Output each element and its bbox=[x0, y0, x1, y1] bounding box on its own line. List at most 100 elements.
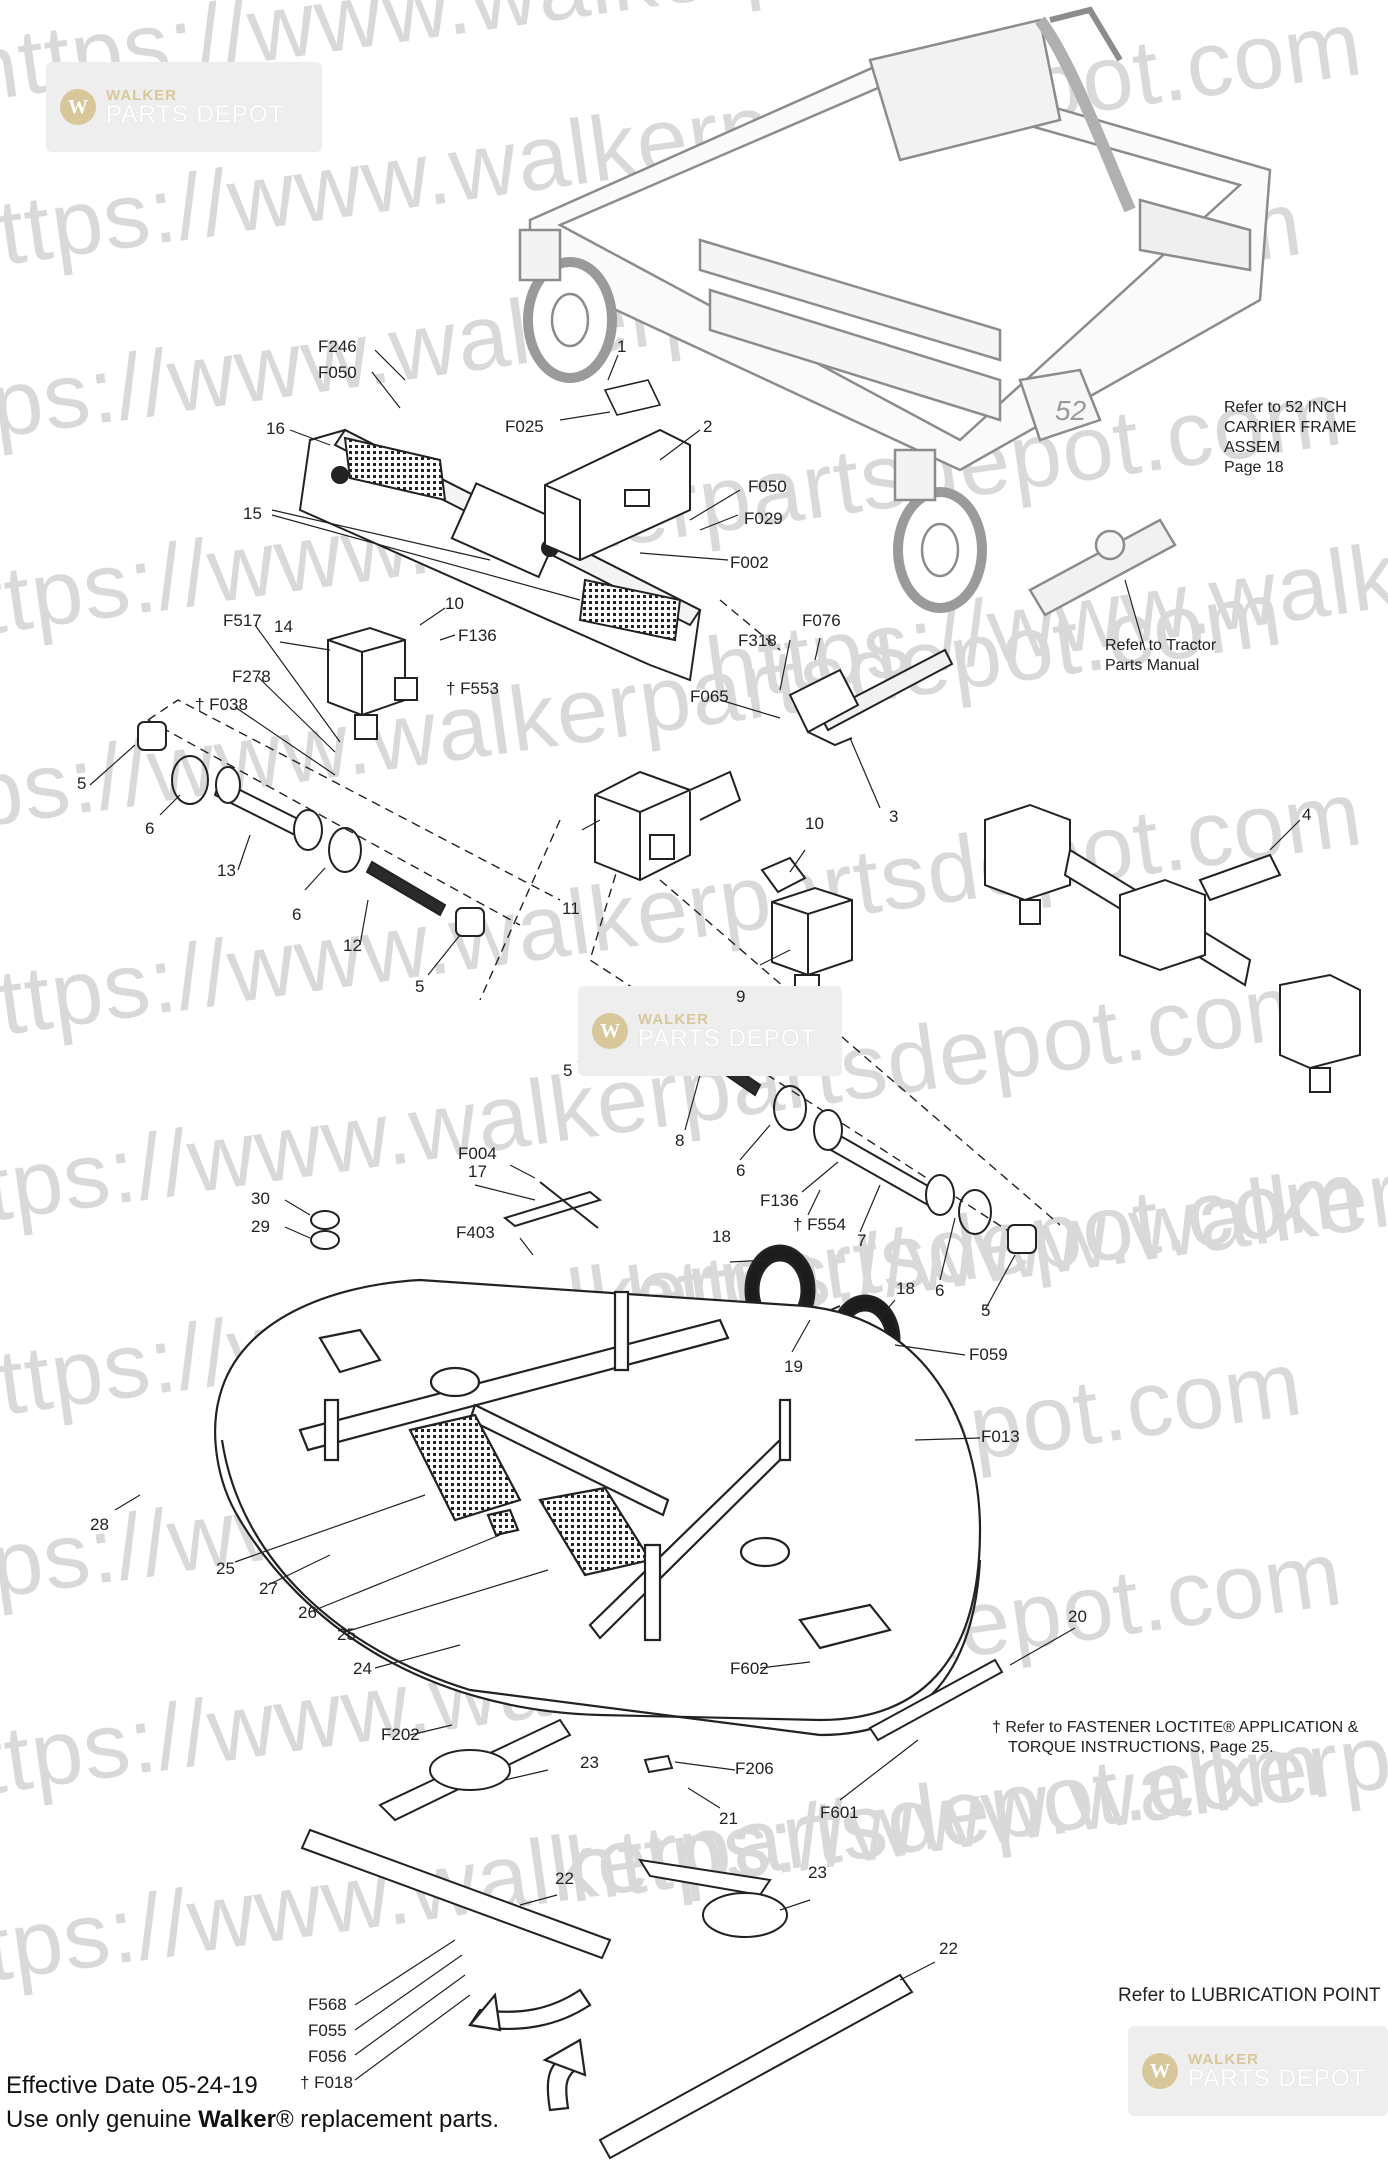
notice-prefix: Use only genuine bbox=[6, 2106, 199, 2133]
gearbox-left bbox=[327, 626, 418, 740]
callout-label: † F038 bbox=[195, 695, 248, 714]
callout-label: 10 bbox=[445, 594, 464, 613]
callout-label: 21 bbox=[719, 1809, 738, 1828]
callout-label: 20 bbox=[1068, 1607, 1087, 1626]
callout-label: F055 bbox=[308, 2021, 347, 2040]
walker-logo-icon: W bbox=[60, 89, 96, 125]
callout-label: F004 bbox=[458, 1144, 497, 1163]
callout-label: F056 bbox=[308, 2047, 347, 2066]
callout-label: F246 bbox=[318, 337, 357, 356]
callout-label: 14 bbox=[274, 617, 293, 636]
callout-label: 19 bbox=[784, 1357, 803, 1376]
callout-label: † F553 bbox=[446, 679, 499, 698]
callout-label: 18 bbox=[896, 1279, 915, 1298]
callout-label: F029 bbox=[744, 509, 783, 528]
callout-label: 23 bbox=[808, 1863, 827, 1882]
callout-label: 6 bbox=[292, 905, 302, 924]
leader-lines bbox=[89, 349, 1301, 2081]
callout-label: 26 bbox=[298, 1603, 317, 1622]
callout-label: F013 bbox=[981, 1427, 1020, 1446]
callout-label: 6 bbox=[736, 1161, 746, 1180]
note-line: Refer to 52 INCH bbox=[1224, 399, 1347, 416]
bracket-17 bbox=[502, 1181, 603, 1229]
logo-line2: PARTS DEPOT bbox=[106, 100, 285, 128]
callout-label: F059 bbox=[969, 1345, 1008, 1364]
callout-label: 4 bbox=[1302, 805, 1312, 824]
top-cover bbox=[298, 428, 702, 682]
note-line: † Refer to FASTENER LOCTITE® APPLICATION… bbox=[992, 1719, 1359, 1736]
callout-label: F050 bbox=[748, 477, 787, 496]
callout-label: 18 bbox=[712, 1227, 731, 1246]
callout-label: 11 bbox=[562, 899, 580, 918]
callout-label: F025 bbox=[505, 417, 544, 436]
callout-label: 13 bbox=[217, 861, 236, 880]
shaft-13 bbox=[137, 721, 362, 873]
logo-line1: WALKER bbox=[1188, 2050, 1259, 2068]
brand-name: Walker bbox=[198, 2106, 276, 2133]
callout-label: F601 bbox=[820, 1803, 859, 1822]
gearbox-center bbox=[594, 770, 742, 882]
note-line: Page 18 bbox=[1224, 459, 1284, 476]
callout-label: 3 bbox=[889, 807, 899, 826]
callout-label: F050 bbox=[318, 363, 357, 382]
alignment-lines bbox=[147, 599, 1061, 1246]
callout-label: 17 bbox=[468, 1162, 487, 1181]
logo-line1: WALKER bbox=[638, 1010, 709, 1028]
callout-label: 2 bbox=[703, 417, 713, 436]
callout-label: 30 bbox=[251, 1189, 270, 1208]
callout-label: F568 bbox=[308, 1995, 347, 2014]
gearbox-right bbox=[760, 856, 853, 1000]
callout-label: F136 bbox=[760, 1191, 799, 1210]
watermark-logo: W WALKER PARTS DEPOT bbox=[578, 986, 842, 1076]
callout-label: 27 bbox=[259, 1579, 278, 1598]
belt-cover bbox=[868, 1658, 1004, 1742]
drive-shaft bbox=[788, 648, 954, 747]
effective-date: Effective Date 05-24-19 bbox=[6, 2072, 258, 2099]
walker-logo-icon: W bbox=[592, 1013, 628, 1049]
washers bbox=[310, 1210, 340, 1250]
genuine-parts-notice: Use only genuine Walker® replacement par… bbox=[6, 2106, 499, 2134]
walker-logo-icon: W bbox=[1142, 2053, 1178, 2089]
note-line: Parts Manual bbox=[1105, 657, 1200, 674]
carrier-frame-reference: Refer to 52 INCH CARRIER FRAME ASSEM Pag… bbox=[1224, 398, 1388, 478]
callout-label: 15 bbox=[243, 504, 262, 523]
blades bbox=[300, 1718, 914, 2160]
callout-label: 24 bbox=[353, 1659, 372, 1678]
callout-label: 5 bbox=[77, 774, 87, 793]
callout-label: 29 bbox=[251, 1217, 270, 1236]
callout-label: 25 bbox=[337, 1625, 356, 1644]
callout-label: 7 bbox=[857, 1231, 867, 1250]
small-plate bbox=[603, 379, 662, 416]
callout-label: F278 bbox=[232, 667, 271, 686]
watermark-logo: W WALKER PARTS DEPOT bbox=[1128, 2026, 1388, 2116]
callout-label: F136 bbox=[458, 626, 497, 645]
loctite-reference: † Refer to FASTENER LOCTITE® APPLICATION… bbox=[992, 1718, 1358, 1758]
callout-label: 5 bbox=[563, 1061, 573, 1080]
note-line: Refer to Tractor bbox=[1105, 637, 1217, 654]
callout-label: † F018 bbox=[300, 2073, 353, 2092]
logo-line2: PARTS DEPOT bbox=[1188, 2064, 1367, 2092]
callout-label: 6 bbox=[145, 819, 155, 838]
callout-label: 25 bbox=[216, 1559, 235, 1578]
note-line: TORQUE INSTRUCTIONS, Page 25. bbox=[1008, 1739, 1274, 1756]
callout-label: F002 bbox=[730, 553, 769, 572]
callout-label: 23 bbox=[580, 1753, 599, 1772]
mower-deck bbox=[214, 1278, 982, 1737]
callout-label: F202 bbox=[381, 1725, 420, 1744]
lubrication-reference: Refer to LUBRICATION POINT bbox=[1118, 1985, 1381, 2006]
callout-label: † F554 bbox=[793, 1215, 846, 1234]
callout-label: 22 bbox=[939, 1939, 958, 1958]
callout-label: F065 bbox=[690, 687, 729, 706]
carrier-frame: 52 bbox=[518, 6, 1272, 617]
callout-label: F602 bbox=[730, 1659, 769, 1678]
callout-label: 10 bbox=[805, 814, 824, 833]
callout-label: 9 bbox=[736, 987, 746, 1006]
callout-label: F076 bbox=[802, 611, 841, 630]
callout-label: 12 bbox=[343, 936, 362, 955]
callout-label: 1 bbox=[617, 337, 627, 356]
callout-label: F318 bbox=[738, 631, 777, 650]
callout-label: F517 bbox=[223, 611, 262, 630]
tractor-manual-reference: Refer to Tractor Parts Manual bbox=[1105, 636, 1216, 676]
callout-label: 8 bbox=[675, 1131, 685, 1150]
